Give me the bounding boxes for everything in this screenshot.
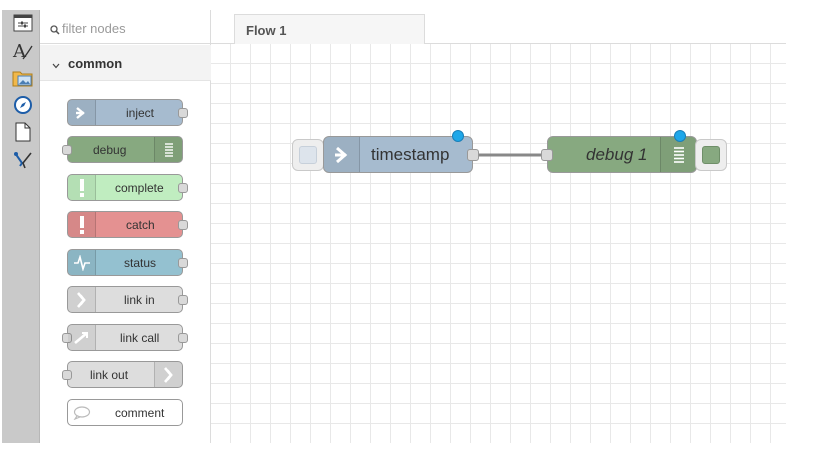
chevron-down-icon [52, 57, 60, 75]
input-port[interactable] [62, 370, 72, 380]
navigator-icon[interactable] [12, 94, 34, 116]
palette-node-link-in[interactable]: link in [67, 286, 188, 313]
comment-icon [68, 400, 96, 425]
exclamation-icon [68, 212, 96, 237]
palette-node-link-out[interactable]: link out [62, 361, 183, 388]
category-label: common [68, 56, 123, 71]
node-label: catch [126, 218, 155, 232]
input-port[interactable] [541, 149, 553, 161]
node-label: link out [90, 368, 129, 382]
node-label: status [124, 256, 157, 270]
workspace-canvas[interactable]: timestamp debug 1 [211, 44, 786, 443]
node-label: timestamp [371, 145, 450, 164]
arrow-icon [324, 137, 360, 172]
flow-node-debug-1[interactable]: debug 1 [541, 130, 697, 173]
link-call-icon [68, 325, 96, 350]
arrow-icon [68, 100, 96, 125]
list-icon [660, 137, 696, 172]
palette-node-complete[interactable]: complete [67, 174, 188, 201]
inject-trigger-button[interactable] [292, 139, 324, 171]
link-in-icon [68, 287, 96, 312]
palette-node-inject[interactable]: inject [67, 99, 188, 126]
palette-node-link-call[interactable]: link call [62, 324, 188, 351]
node-label: debug 1 [586, 145, 648, 164]
pulse-icon [68, 250, 96, 275]
list-icon [154, 137, 182, 162]
node-label: debug [93, 143, 127, 157]
flow-wire-layer [479, 153, 541, 157]
exclamation-icon [68, 175, 96, 200]
output-port[interactable] [178, 295, 188, 305]
search-icon [50, 22, 60, 40]
svg-text:A: A [12, 41, 27, 62]
palette-filter [40, 10, 211, 44]
output-port[interactable] [178, 220, 188, 230]
input-port[interactable] [62, 145, 72, 155]
palette-node-debug[interactable]: debug [62, 136, 183, 163]
output-port[interactable] [178, 183, 188, 193]
node-label: comment [115, 406, 165, 420]
tab-flow-1[interactable]: Flow 1 [234, 14, 425, 45]
link-out-icon [154, 362, 182, 387]
output-port[interactable] [178, 258, 188, 268]
debug-toggle-button[interactable] [695, 139, 727, 171]
help-icon[interactable]: A [12, 40, 34, 62]
sidebar-strip: A [2, 10, 40, 443]
palette-category-header[interactable]: common [40, 45, 211, 81]
workspace-tab-bar: Flow 1 [211, 10, 786, 45]
changed-indicator [674, 130, 686, 142]
tab-label: Flow 1 [246, 23, 287, 38]
filter-nodes-input[interactable] [62, 17, 202, 39]
node-label: complete [115, 181, 164, 195]
context-icon[interactable] [12, 67, 34, 89]
changed-indicator [452, 130, 464, 142]
node-label: link in [124, 293, 155, 307]
config-icon[interactable] [12, 149, 34, 171]
input-port[interactable] [62, 333, 72, 343]
node-label: link call [120, 331, 160, 345]
palette-node-comment[interactable]: comment [67, 399, 183, 426]
output-port[interactable] [178, 333, 188, 343]
output-port[interactable] [178, 108, 188, 118]
flow-node-timestamp[interactable]: timestamp [323, 130, 479, 173]
palette-node-catch[interactable]: catch [67, 211, 188, 238]
palette: common inject debug complete [40, 10, 211, 443]
node-label: inject [126, 106, 155, 120]
output-port[interactable] [467, 149, 479, 161]
debug-icon[interactable] [12, 121, 34, 143]
info-icon[interactable] [12, 12, 34, 34]
palette-node-status[interactable]: status [67, 249, 188, 276]
